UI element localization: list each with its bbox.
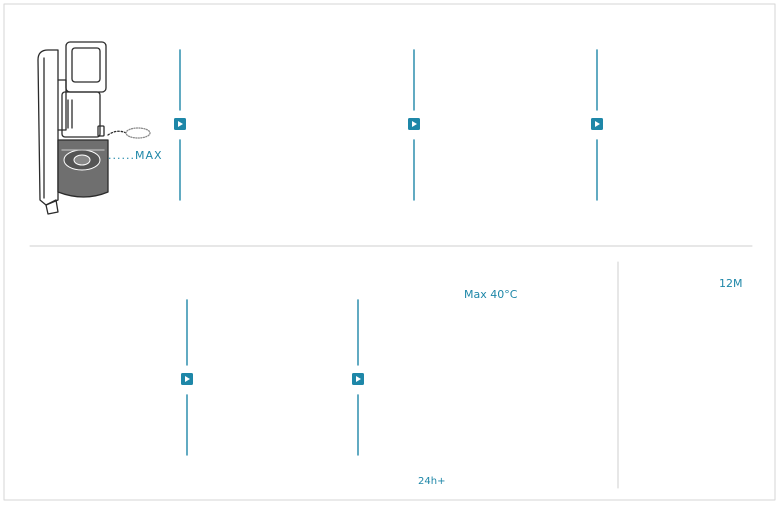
play-triangle-icon — [408, 118, 420, 130]
water-temp-label: Max 40°C — [464, 288, 518, 301]
play-triangle-icon — [591, 118, 603, 130]
play-triangle-icon — [181, 373, 193, 385]
play-triangle-icon — [174, 118, 186, 130]
dry-time-label: 24h+ — [418, 476, 446, 487]
step1-vacuum-full-bin — [37, 41, 151, 215]
max-fill-label: ......MAX — [108, 149, 163, 162]
step-separators — [179, 49, 598, 456]
outer-frame — [3, 3, 776, 501]
replace-interval-label: 12M — [719, 277, 743, 290]
play-triangle-icon — [352, 373, 364, 385]
